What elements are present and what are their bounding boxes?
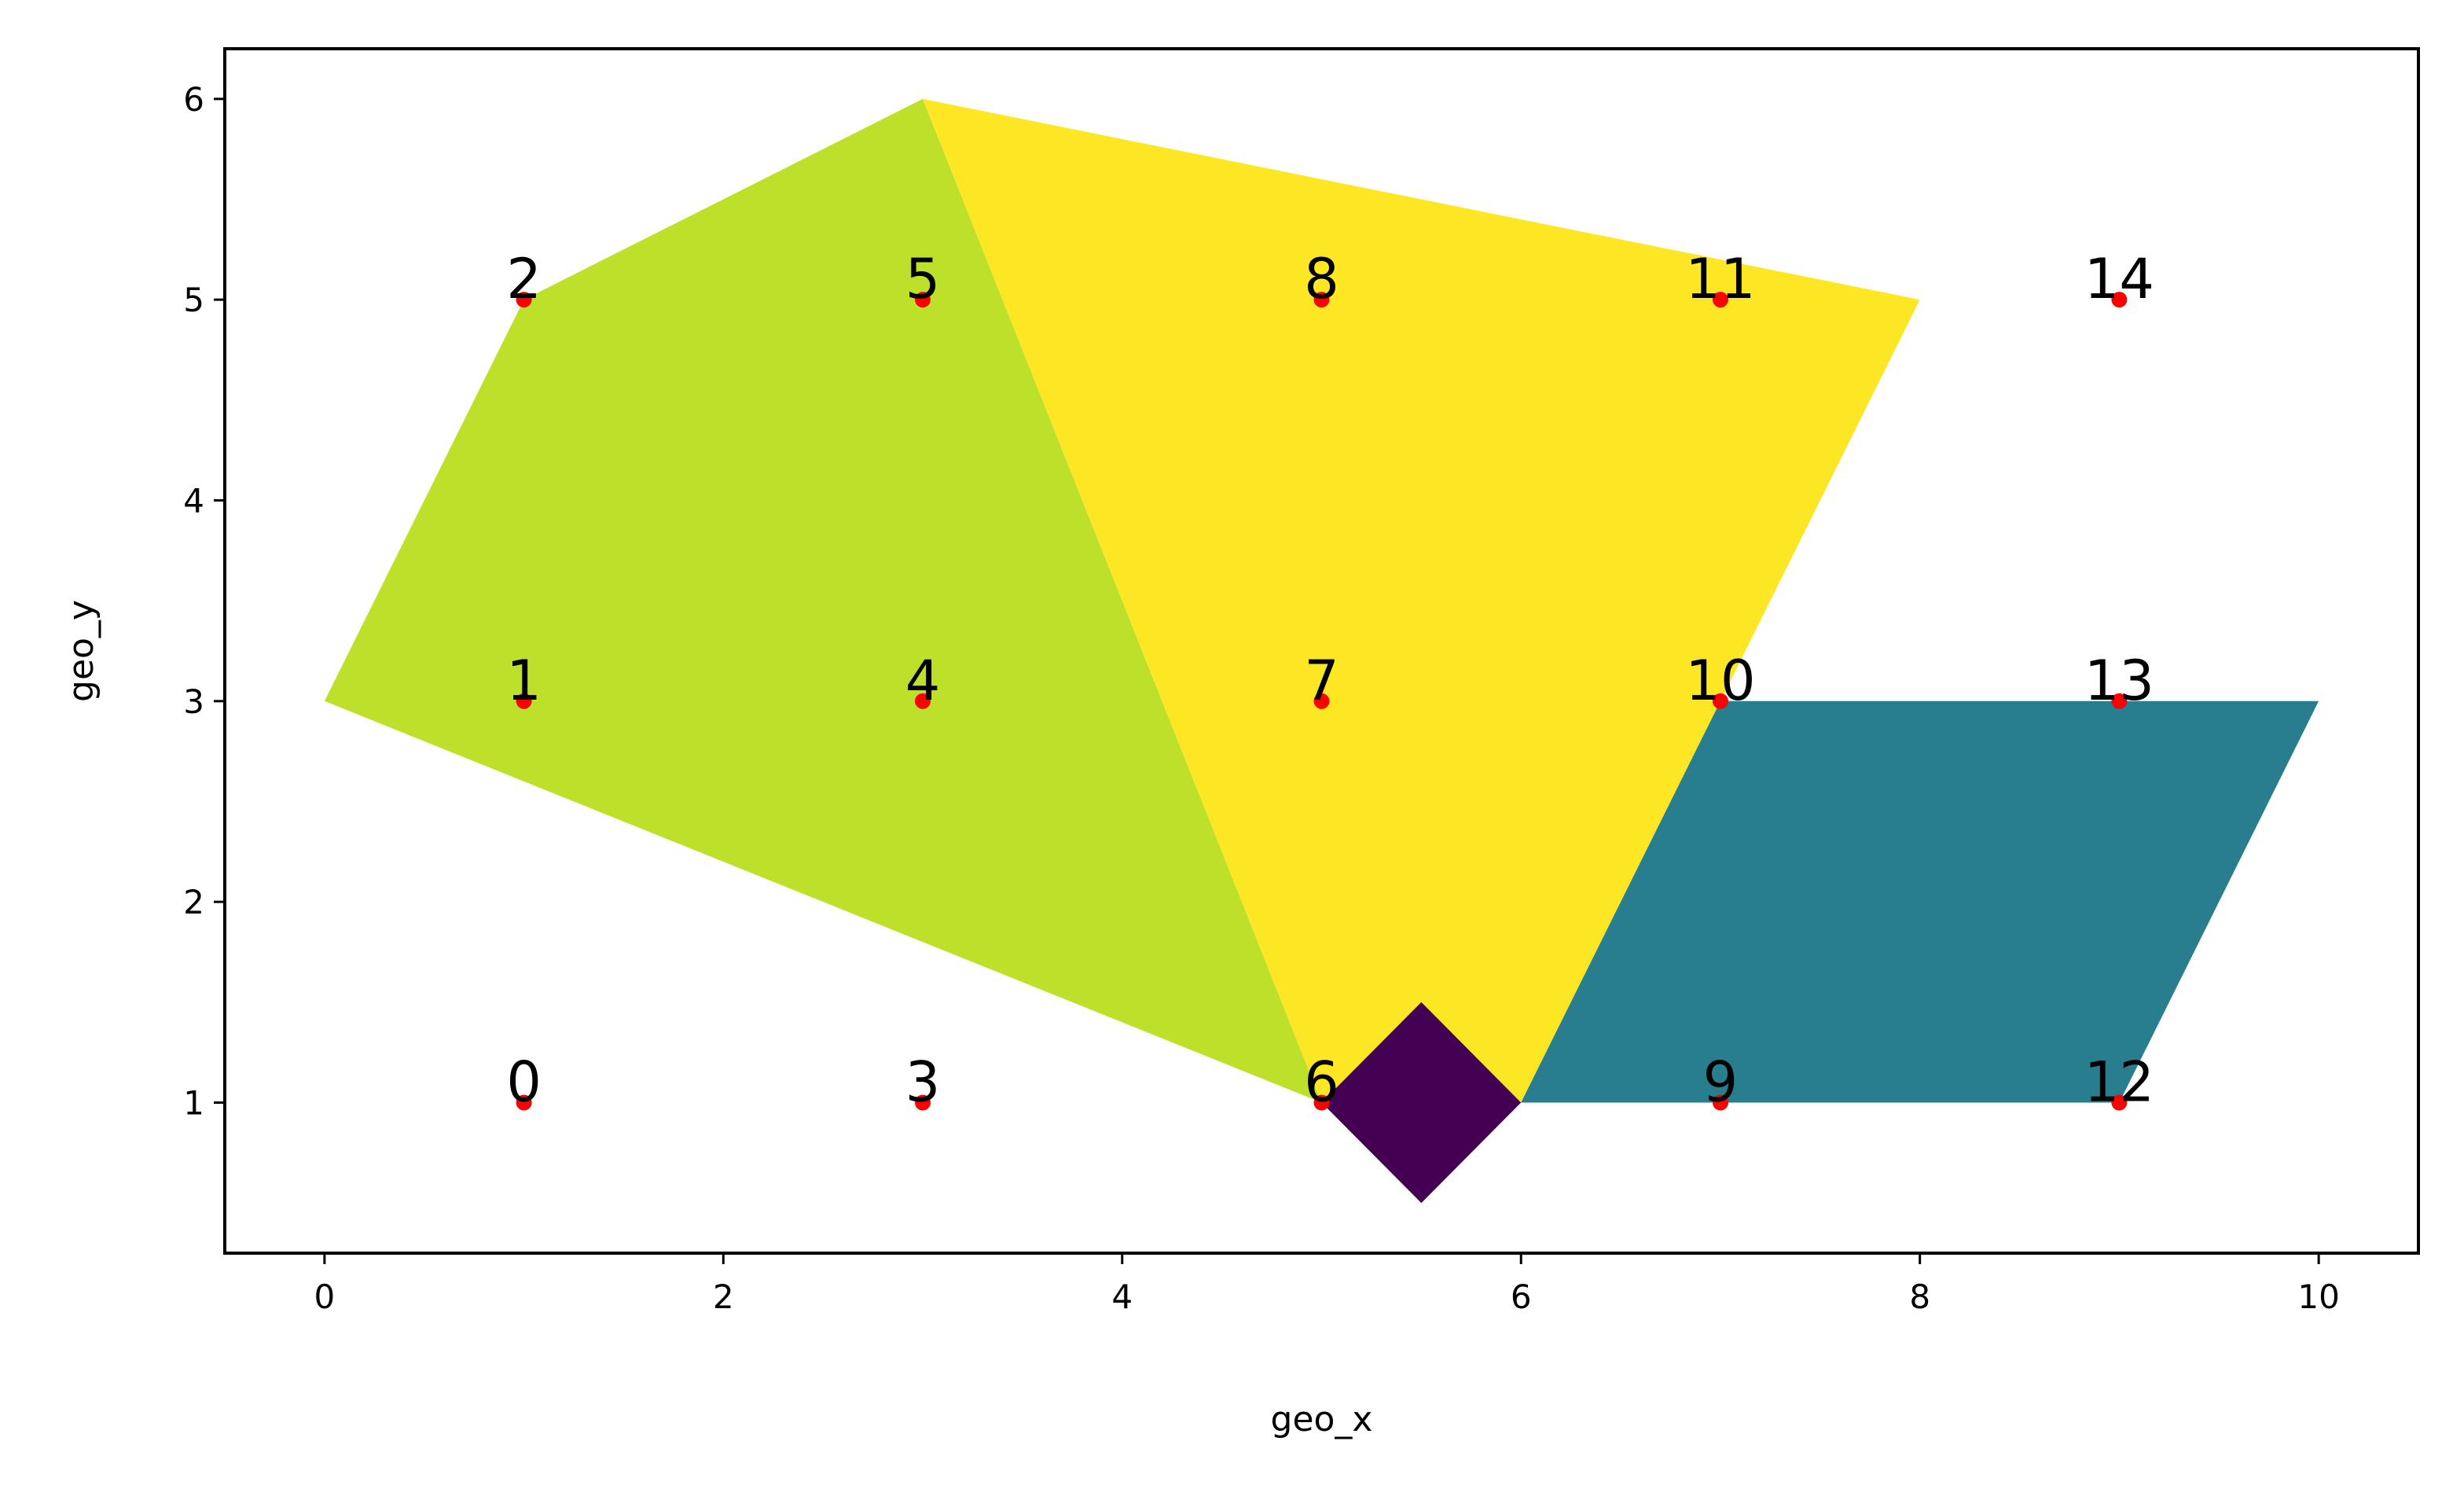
x-tick-label-2: 2 bbox=[713, 1278, 734, 1316]
plot-frame bbox=[223, 47, 2420, 1255]
point-4 bbox=[915, 693, 931, 709]
x-axis: 0 2 4 6 8 10 bbox=[314, 1253, 2340, 1316]
point-6 bbox=[1313, 1094, 1330, 1111]
y-tick-label-1: 1 bbox=[183, 1084, 204, 1123]
polygon-1 bbox=[923, 98, 1920, 1103]
point-1 bbox=[516, 693, 532, 709]
point-7 bbox=[1313, 693, 1330, 709]
point-label-12: 12 bbox=[2084, 1050, 2154, 1115]
x-tick-label-0: 0 bbox=[314, 1278, 335, 1316]
point-13 bbox=[2111, 693, 2128, 709]
x-tick-label-10: 10 bbox=[2297, 1278, 2339, 1316]
point-label-6: 6 bbox=[1304, 1050, 1339, 1115]
polygon-2 bbox=[1521, 700, 2319, 1103]
point-10 bbox=[1712, 693, 1728, 709]
point-label-10: 10 bbox=[1685, 649, 1755, 713]
y-axis: 1 2 3 4 5 6 bbox=[183, 80, 225, 1123]
point-label-11: 11 bbox=[1685, 247, 1755, 311]
polygon-3 bbox=[1321, 1002, 1522, 1204]
x-axis-label: geo_x bbox=[1271, 1399, 1373, 1439]
point-11 bbox=[1712, 292, 1728, 308]
y-tick-label-6: 6 bbox=[183, 80, 204, 119]
point-0 bbox=[516, 1094, 532, 1111]
x-tick-label-6: 6 bbox=[1511, 1278, 1532, 1316]
point-label-4: 4 bbox=[905, 649, 941, 713]
y-tick-label-2: 2 bbox=[183, 883, 204, 921]
point-label-0: 0 bbox=[506, 1050, 542, 1115]
y-axis-label: geo_y bbox=[61, 600, 101, 702]
point-12 bbox=[2111, 1094, 2128, 1111]
point-label-3: 3 bbox=[905, 1050, 941, 1115]
point-label-5: 5 bbox=[905, 247, 941, 311]
point-3 bbox=[915, 1094, 931, 1111]
polygon-0 bbox=[324, 98, 1322, 1103]
point-label-14: 14 bbox=[2084, 247, 2154, 311]
x-tick-label-4: 4 bbox=[1111, 1278, 1133, 1316]
point-label-13: 13 bbox=[2084, 649, 2154, 713]
point-5 bbox=[915, 292, 931, 308]
y-tick-label-5: 5 bbox=[183, 281, 204, 319]
point-label-8: 8 bbox=[1304, 247, 1339, 311]
y-tick-label-4: 4 bbox=[183, 482, 204, 520]
point-8 bbox=[1313, 292, 1330, 308]
x-tick-label-8: 8 bbox=[1909, 1278, 1930, 1316]
point-label-7: 7 bbox=[1304, 649, 1339, 713]
point-2 bbox=[516, 292, 532, 308]
point-label-2: 2 bbox=[506, 247, 542, 311]
point-14 bbox=[2111, 292, 2128, 308]
y-tick-label-3: 3 bbox=[183, 682, 204, 721]
point-label-1: 1 bbox=[506, 649, 542, 713]
polygons-layer bbox=[324, 98, 2319, 1204]
point-label-9: 9 bbox=[1703, 1050, 1739, 1115]
point-9 bbox=[1712, 1094, 1728, 1111]
